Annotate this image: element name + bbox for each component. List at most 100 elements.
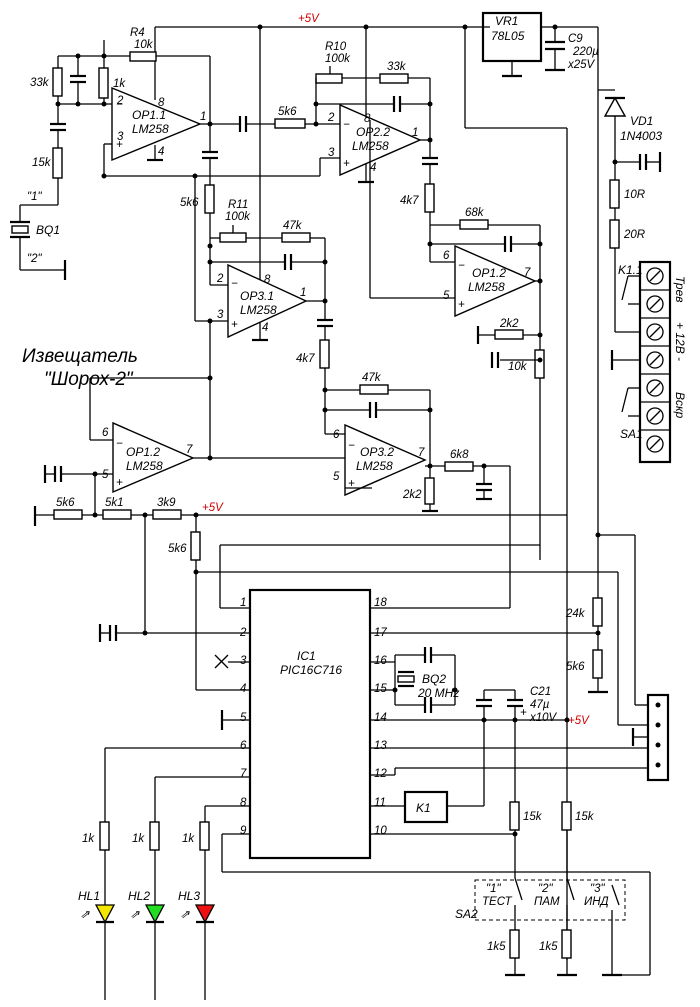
ic1-pin-r12: 12 bbox=[374, 768, 387, 780]
sa2-mode2-label: ПАМ bbox=[534, 896, 560, 908]
svg-text:+: + bbox=[343, 158, 350, 170]
r10k-value: 10k bbox=[508, 361, 528, 373]
resistor-5k6-a bbox=[204, 184, 215, 214]
svg-text:−: − bbox=[343, 119, 350, 131]
op12a-part: LM258 bbox=[468, 280, 505, 294]
ic1-pin-l8: 8 bbox=[240, 797, 247, 809]
sa2-mode1-num: "1" bbox=[486, 883, 501, 895]
r11-ref: R11 bbox=[228, 199, 248, 211]
r68k-value: 68k bbox=[465, 207, 485, 219]
terminal-power-label: + 12В - bbox=[673, 322, 687, 361]
op12a-ref: OP1.2 bbox=[472, 266, 506, 280]
r4-ref: R4 bbox=[130, 27, 145, 39]
resistor-3k9 bbox=[152, 509, 182, 520]
title-line1: Извещатель bbox=[22, 346, 138, 367]
divider-chain: 5k6 5k1 3k9 +5V 5k6 bbox=[33, 497, 648, 726]
junction-dots bbox=[55, 24, 618, 837]
c9-ref: C9 bbox=[568, 33, 583, 45]
power-input: VD1 1N4003 10R 20R bbox=[597, 90, 662, 706]
terminal-vskr-label: Вскр bbox=[673, 392, 687, 419]
hl2-ref: HL2 bbox=[128, 889, 150, 903]
ic1-pin-r15: 15 bbox=[374, 683, 387, 695]
resistor-33k-a bbox=[52, 67, 63, 97]
svg-text:4: 4 bbox=[262, 322, 268, 334]
r33k-a-value: 33k bbox=[30, 77, 50, 89]
crystal-bq2: BQ2 20 MHz bbox=[394, 647, 459, 713]
svg-text:3: 3 bbox=[117, 131, 124, 143]
svg-text:+: + bbox=[231, 319, 238, 331]
opamp-op12-lower: − + OP1.2 LM258 6 5 7 bbox=[102, 421, 195, 494]
resistor-47k-a bbox=[281, 232, 311, 243]
sa1-ref: SA1 bbox=[620, 427, 643, 441]
r33k-b-value: 33k bbox=[387, 61, 407, 73]
svg-text:5: 5 bbox=[333, 471, 340, 483]
op12-lower-network bbox=[43, 377, 345, 515]
svg-text:3: 3 bbox=[328, 147, 335, 159]
svg-text:8: 8 bbox=[264, 274, 271, 286]
opamp-op11: − + OP1.1 LM258 2 3 8 4 1 bbox=[111, 86, 206, 162]
resistor-10k bbox=[534, 349, 545, 379]
resistor-r10 bbox=[315, 73, 343, 84]
op11-network: R4 10k 1k 33k 15k bbox=[20, 27, 340, 246]
svg-text:6: 6 bbox=[443, 250, 450, 262]
svg-text:4: 4 bbox=[370, 162, 376, 174]
relay-k1: K1 bbox=[403, 720, 485, 824]
supply-sense-divider: 24k 5k6 bbox=[565, 535, 608, 694]
svg-text:2: 2 bbox=[116, 95, 124, 107]
svg-text:6: 6 bbox=[102, 427, 109, 439]
r10-ref: R10 bbox=[325, 41, 347, 53]
led-hl2: HL2 ⇗ bbox=[128, 889, 166, 924]
r10-value: 100k bbox=[325, 53, 351, 65]
title-line2: "Шорох-2" bbox=[44, 369, 134, 390]
bq1-pin1: "1" bbox=[27, 191, 42, 203]
capacitor-c9: C9 220µ x25V bbox=[545, 27, 599, 72]
ic1-pin-l1: 1 bbox=[240, 597, 246, 609]
op32-network: 47k 2k2 6k8 bbox=[325, 372, 511, 608]
resistor-1k-c bbox=[149, 821, 160, 851]
ic1-ref: IC1 bbox=[297, 649, 316, 663]
r5k6-d-value: 5k6 bbox=[168, 543, 187, 555]
svg-text:+: + bbox=[116, 139, 123, 151]
terminal-block: K1.1 SA1 Трев + 12В - Вскр bbox=[610, 260, 687, 464]
sa2-ref: SA2 bbox=[455, 907, 478, 921]
hl1-ref: HL1 bbox=[78, 889, 100, 903]
resistor-68k bbox=[459, 219, 489, 230]
r5k6-b-value: 5k6 bbox=[278, 106, 297, 118]
svg-text:7: 7 bbox=[418, 447, 425, 459]
op31-ref: OP3.1 bbox=[240, 289, 274, 303]
r47k-b-value: 47k bbox=[362, 372, 382, 384]
svg-text:1: 1 bbox=[200, 111, 206, 123]
svg-text:⇗: ⇗ bbox=[180, 909, 190, 921]
r1k-a-value: 1k bbox=[113, 78, 126, 90]
program-header bbox=[631, 693, 670, 782]
regulator-vr1: VR1 78L05 bbox=[464, 11, 568, 960]
ic1-pin-r10: 10 bbox=[374, 825, 387, 837]
r5k1-value: 5k1 bbox=[105, 497, 124, 509]
led-hl1: HL1 ⇗ bbox=[78, 889, 116, 924]
resistor-20r bbox=[609, 219, 620, 249]
ic1-part: PIC16C716 bbox=[280, 663, 342, 677]
sensor-bq1: "1" BQ1 "2" bbox=[10, 191, 67, 280]
op12b-part: LM258 bbox=[126, 459, 163, 473]
r10r-value: 10R bbox=[624, 189, 645, 201]
sa2-mode3-label: ИНД bbox=[584, 896, 609, 908]
ic1-pin-l5: 5 bbox=[240, 712, 247, 724]
resistor-15k-a bbox=[52, 147, 63, 179]
resistor-5k6-c bbox=[53, 509, 83, 520]
bq1-pin2: "2" bbox=[27, 253, 42, 265]
resistor-1k5-b bbox=[561, 929, 572, 959]
title-block: Извещатель "Шорох-2" bbox=[22, 346, 138, 390]
r4k7-a-value: 4k7 bbox=[400, 195, 419, 207]
vcc-label-ic: +5V bbox=[568, 715, 590, 727]
svg-text:2: 2 bbox=[216, 273, 224, 285]
svg-text:+: + bbox=[116, 477, 123, 489]
svg-text:6: 6 bbox=[333, 429, 340, 441]
r4-value: 10k bbox=[134, 39, 154, 51]
opamp-op32: − + OP3.2 LM258 6 5 7 bbox=[333, 423, 427, 497]
resistor-1k-d bbox=[199, 821, 210, 851]
op32-part: LM258 bbox=[356, 459, 393, 473]
r6k8-value: 6k8 bbox=[450, 449, 469, 461]
resistor-5k6-d bbox=[190, 531, 201, 561]
ic1-pin-r16: 16 bbox=[374, 655, 387, 667]
